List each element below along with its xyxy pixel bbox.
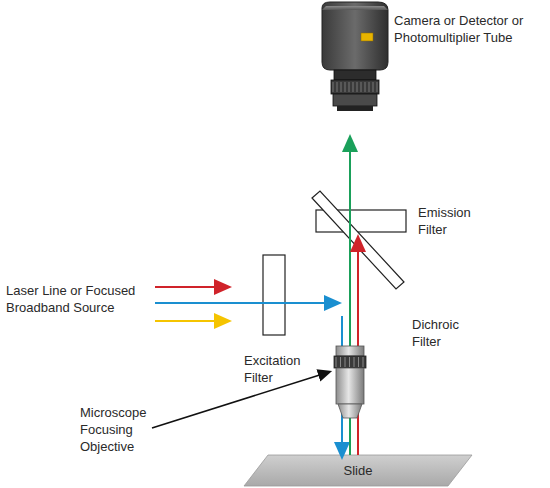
red-beam	[155, 286, 224, 288]
objective-grip	[336, 357, 363, 367]
source-label: Laser Line or Focused Broadband Source	[6, 282, 154, 316]
lens-knurling	[333, 82, 377, 92]
blue-beam	[155, 302, 334, 304]
objective-label: Microscope Focusing Objective	[80, 404, 160, 455]
slide-label: Slide	[320, 462, 396, 479]
emission-filter-label: Emission Filter	[418, 204, 480, 238]
objective	[334, 346, 366, 418]
excitation-filter-label: Excitation Filter	[244, 352, 318, 386]
excitation-filter	[263, 255, 285, 335]
dichroic-filter-label: Dichroic Filter	[412, 316, 478, 350]
camera	[322, 2, 388, 111]
leader-arrow	[152, 373, 326, 428]
yellow-beam	[155, 320, 224, 322]
camera-label: Camera or Detector or Photomultiplier Tu…	[394, 12, 546, 46]
slide	[244, 455, 472, 486]
